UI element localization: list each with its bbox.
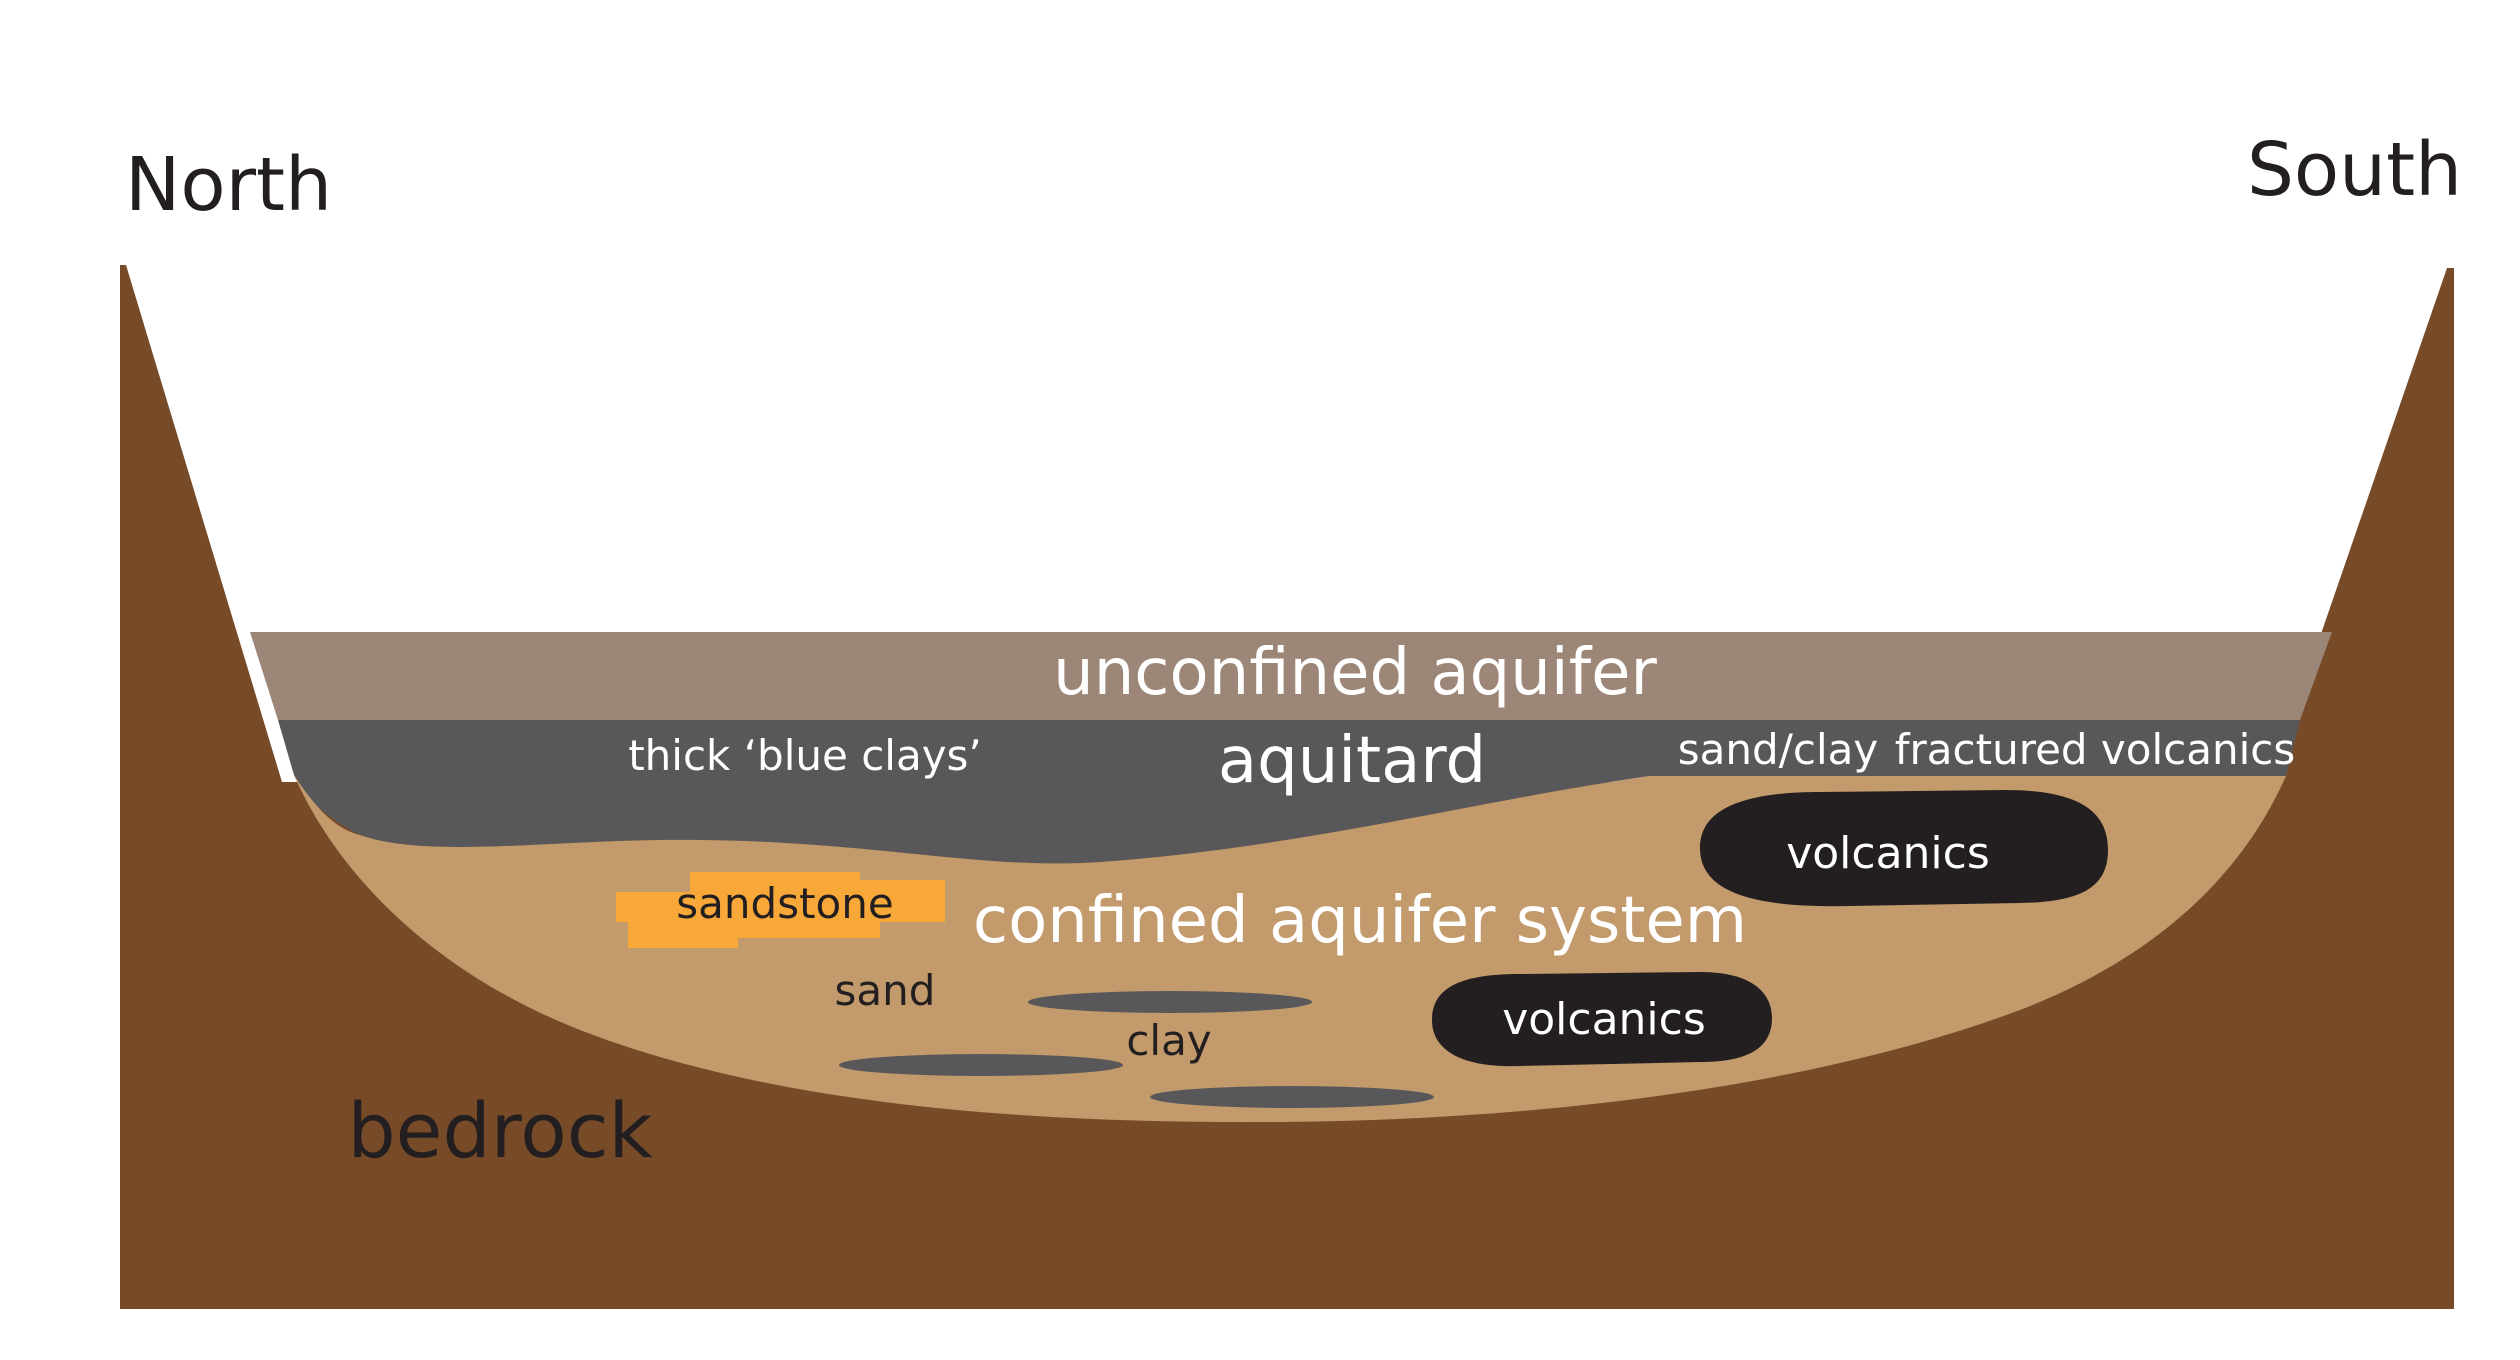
sandstone-lens (616, 872, 945, 948)
clay-label: clay (1126, 1016, 1211, 1065)
aquitard-label: aquitard (1218, 724, 1486, 798)
confined-aquifer-system-label: confined aquifer system (973, 884, 1747, 958)
unconfined-aquifer-label: unconfined aquifer (1053, 636, 1657, 710)
north-valley-wall (120, 265, 282, 782)
bedrock-label: bedrock (347, 1086, 652, 1175)
volcanics-body-lower (1432, 972, 1772, 1067)
north-label: North (125, 142, 332, 228)
sand-label: sand (835, 966, 936, 1015)
sand-clay-label: sand/clay (1678, 725, 1878, 774)
clay-lens-upper (1028, 991, 1312, 1013)
clay-lens-left (839, 1054, 1123, 1076)
volcanics-lower-label: volcanics (1502, 994, 1706, 1045)
volcanics-body-upper (1700, 790, 2108, 907)
thick-blue-clays-label: thick ‘blue clays’ (628, 731, 982, 780)
fractured-volcanics-label: fractured volcanics (1895, 725, 2295, 774)
sandstone-label: sandstone (676, 879, 893, 928)
south-label: South (2247, 127, 2462, 213)
aquitard-layer (278, 720, 2300, 864)
unconfined-aquifer-layer (250, 632, 2332, 720)
clay-lens-lower (1150, 1086, 1434, 1108)
volcanics-upper-label: volcanics (1786, 828, 1990, 879)
